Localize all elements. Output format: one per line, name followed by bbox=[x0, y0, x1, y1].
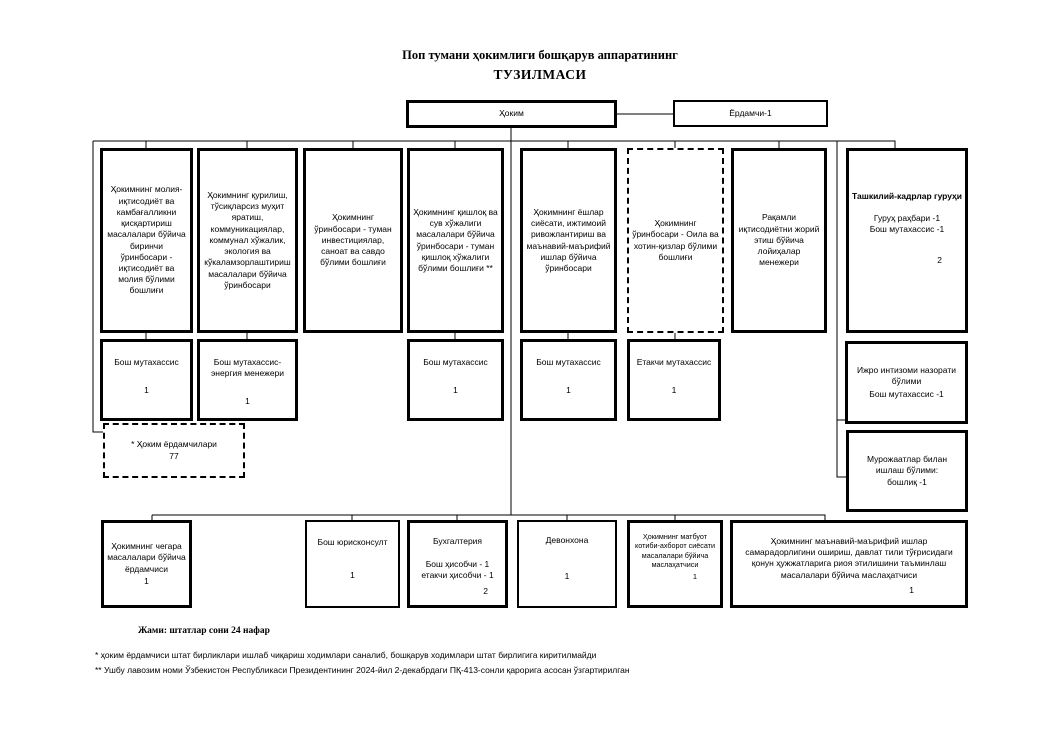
hokim-helpers-label: * Ҳоким ёрдамчилари bbox=[131, 438, 217, 449]
accounting-leading: етакчи ҳисобчи - 1 bbox=[421, 570, 494, 581]
chart-title-line2: ТУЗИЛМАСИ bbox=[493, 67, 587, 82]
chart-title-line1: Поп тумани ҳокимлиги бошқарув аппаратини… bbox=[402, 48, 678, 62]
box-deputy-youth: Ҳокимнинг ёшлар сиёсати, ижтимоий ривожл… bbox=[520, 148, 617, 333]
deputy-construction-label: Ҳокимнинг қурилиш, тўсиқларсиз муҳит яра… bbox=[204, 190, 291, 290]
border-assistant-count: 1 bbox=[144, 575, 149, 586]
chief-specialist-label: Бош мутахассис bbox=[114, 357, 179, 367]
box-digital-economy-manager: Рақамли иқтисодиётни жорий этиш бўйича л… bbox=[731, 148, 827, 333]
box-deputy-finance: Ҳокимнинг молия-иқтисодиёт ва камбағалли… bbox=[100, 148, 193, 333]
appeals-department-staff: бошлиқ -1 bbox=[887, 476, 927, 487]
chief-specialist-agri-count: 1 bbox=[453, 385, 458, 396]
chancellery-label: Девонхона bbox=[545, 535, 589, 545]
box-leading-specialist-family: Етакчи мутахассис 1 bbox=[627, 339, 721, 421]
box-execution-discipline: Ижро интизоми назорати бўлими Бош мутаха… bbox=[845, 341, 968, 424]
chief-specialist-youth-count: 1 bbox=[566, 385, 571, 396]
box-hokim: Ҳоким bbox=[406, 100, 617, 128]
chief-specialist-youth-label: Бош мутахассис bbox=[536, 357, 601, 367]
appeals-department-label: Мурожаатлар билан ишлаш бўлими: bbox=[866, 454, 948, 476]
chief-specialist-energy-label: Бош мутахассис- энергия менежери bbox=[210, 357, 285, 379]
box-assistant: Ёрдамчи-1 bbox=[673, 100, 828, 127]
org-personnel-group-lines: Гуруҳ раҳбари -1 Бош мутахассис -1 bbox=[870, 213, 945, 235]
hokim-helpers-count: 77 bbox=[169, 451, 179, 461]
org-group-specialist: Бош мутахассис -1 bbox=[869, 224, 945, 235]
leading-specialist-label: Етакчи мутахассис bbox=[636, 357, 712, 367]
box-deputy-agriculture: Ҳокимнинг қишлоқ ва сув хўжалиги масалал… bbox=[407, 148, 504, 333]
accounting-lines: Бош ҳисобчи - 1 етакчи ҳисобчи - 1 bbox=[421, 559, 493, 581]
legal-counsel-count: 1 bbox=[350, 570, 355, 581]
box-hokim-helpers: * Ҳоким ёрдамчилари 77 bbox=[103, 423, 245, 478]
border-assistant-label: Ҳокимнинг чегара масалалари бўйича ёрдам… bbox=[107, 541, 186, 574]
chancellery-count: 1 bbox=[564, 571, 570, 582]
box-chief-specialist-youth: Бош мутахассис 1 bbox=[520, 339, 617, 421]
footnote-2: ** Ушбу лавозим номи Ўзбекистон Республи… bbox=[95, 665, 630, 675]
accounting-count: 2 bbox=[483, 585, 488, 596]
box-spiritual-affairs-advisor: Ҳокимнинг маънавий-маърифий ишлар самара… bbox=[730, 520, 968, 608]
chief-specialist-agri-label: Бош мутахассис bbox=[423, 357, 488, 367]
accounting-chief: Бош ҳисобчи - 1 bbox=[425, 559, 490, 570]
box-border-issues-assistant: Ҳокимнинг чегара масалалари бўйича ёрдам… bbox=[101, 520, 192, 608]
box-chief-specialist-finance: Бош мутахассис 1 bbox=[100, 339, 193, 421]
deputy-investments-label: Ҳокимнинг ўринбосари - туман инвестициял… bbox=[314, 212, 392, 268]
box-deputy-investments: Ҳокимнинг ўринбосари - туман инвестициял… bbox=[303, 148, 403, 333]
box-org-personnel-group: Ташкилий-кадрлар гуруҳи Гуруҳ раҳбари -1… bbox=[846, 148, 968, 333]
spiritual-advisor-count: 1 bbox=[909, 584, 914, 595]
box-deputy-family: Ҳокимнинг ўринбосари - Оила ва хотин-қиз… bbox=[627, 148, 724, 333]
hokim-label: Ҳоким bbox=[499, 108, 524, 119]
leading-specialist-count: 1 bbox=[671, 385, 677, 396]
deputy-family-label: Ҳокимнинг ўринбосари - Оила ва хотин-қиз… bbox=[632, 218, 719, 262]
chief-specialist-energy-count: 1 bbox=[245, 396, 250, 407]
execution-discipline-label: Ижро интизоми назорати бўлими bbox=[857, 365, 956, 387]
footnote-1: * ҳоким ёрдамчиси штат бирликлари ишлаб … bbox=[95, 650, 597, 660]
assistant-label: Ёрдамчи-1 bbox=[729, 107, 772, 118]
press-secretary-label: Ҳокимнинг матбуот котиби-ахборот сиёсати… bbox=[635, 532, 715, 570]
deputy-youth-label: Ҳокимнинг ёшлар сиёсати, ижтимоий ривожл… bbox=[526, 206, 611, 273]
execution-discipline-staff: Бош мутахассис -1 bbox=[869, 389, 944, 400]
box-deputy-construction: Ҳокимнинг қурилиш, тўсиқларсиз муҳит яра… bbox=[197, 148, 298, 333]
box-chief-specialist-energy: Бош мутахассис- энергия менежери 1 bbox=[197, 339, 298, 421]
total-staff-count: Жами: штатлар сони 24 нафар bbox=[138, 626, 270, 636]
org-personnel-group-title: Ташкилий-кадрлар гуруҳи bbox=[852, 191, 962, 201]
chief-specialist-count: 1 bbox=[144, 385, 149, 396]
org-personnel-group-count: 2 bbox=[937, 254, 942, 265]
spiritual-advisor-label: Ҳокимнинг маънавий-маърифий ишлар самара… bbox=[745, 536, 953, 580]
legal-counsel-label: Бош юрисконсулт bbox=[317, 537, 388, 547]
box-chief-legal-counsel: Бош юрисконсулт 1 bbox=[305, 520, 400, 608]
digital-economy-manager-label: Рақамли иқтисодиётни жорий этиш бўйича л… bbox=[738, 212, 820, 268]
deputy-finance-label: Ҳокимнинг молия-иқтисодиёт ва камбағалли… bbox=[107, 184, 186, 296]
box-accounting: Бухгалтерия Бош ҳисобчи - 1 етакчи ҳисоб… bbox=[407, 520, 508, 608]
box-appeals-department: Мурожаатлар билан ишлаш бўлими: бошлиқ -… bbox=[846, 430, 968, 512]
org-group-leader: Гуруҳ раҳбари -1 bbox=[873, 213, 941, 224]
press-secretary-count: 1 bbox=[692, 572, 697, 582]
accounting-title: Бухгалтерия bbox=[432, 536, 483, 546]
box-chief-specialist-agriculture: Бош мутахассис 1 bbox=[407, 339, 504, 421]
chart-title: Поп тумани ҳокимлиги бошқарув аппаратини… bbox=[240, 48, 840, 83]
box-chancellery: Девонхона 1 bbox=[517, 520, 617, 608]
box-press-secretary: Ҳокимнинг матбуот котиби-ахборот сиёсати… bbox=[627, 520, 723, 608]
deputy-agriculture-label: Ҳокимнинг қишлоқ ва сув хўжалиги масалал… bbox=[413, 206, 498, 273]
